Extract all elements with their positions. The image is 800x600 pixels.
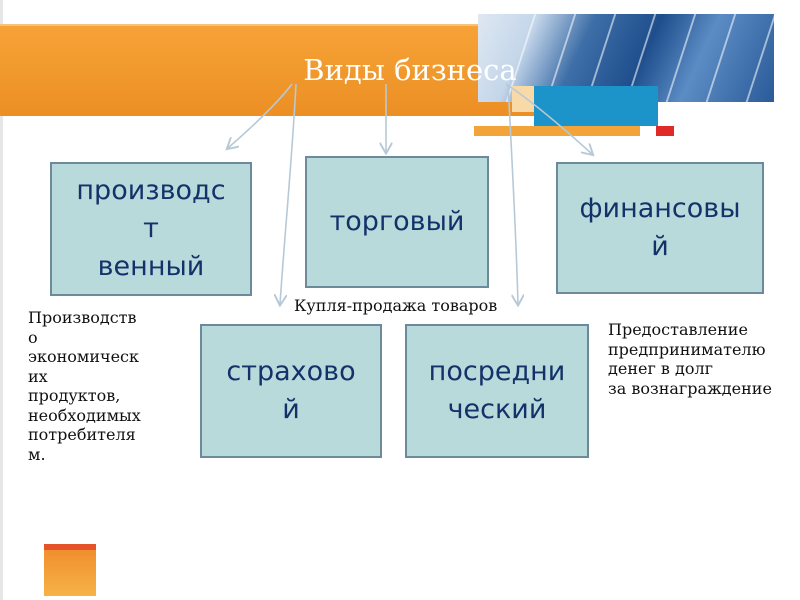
arrow-to-intermediary xyxy=(508,84,518,304)
arrow-to-financial xyxy=(506,84,592,154)
box-production: производс т венный xyxy=(50,162,252,296)
note-production: Производств о экономическ их продуктов, … xyxy=(28,308,178,464)
box-intermediary: посредни ческий xyxy=(405,324,589,458)
arrow-to-production xyxy=(228,84,292,148)
note-financial: Предоставление предпринимателю денег в д… xyxy=(608,320,800,398)
note-trade: Купля-продажа товаров xyxy=(294,296,554,316)
box-insurance: страхово й xyxy=(200,324,382,458)
box-trade: торговый xyxy=(305,156,489,288)
box-financial: финансовы й xyxy=(556,162,764,294)
arrow-to-insurance xyxy=(280,84,296,304)
corner-decoration xyxy=(44,544,96,596)
